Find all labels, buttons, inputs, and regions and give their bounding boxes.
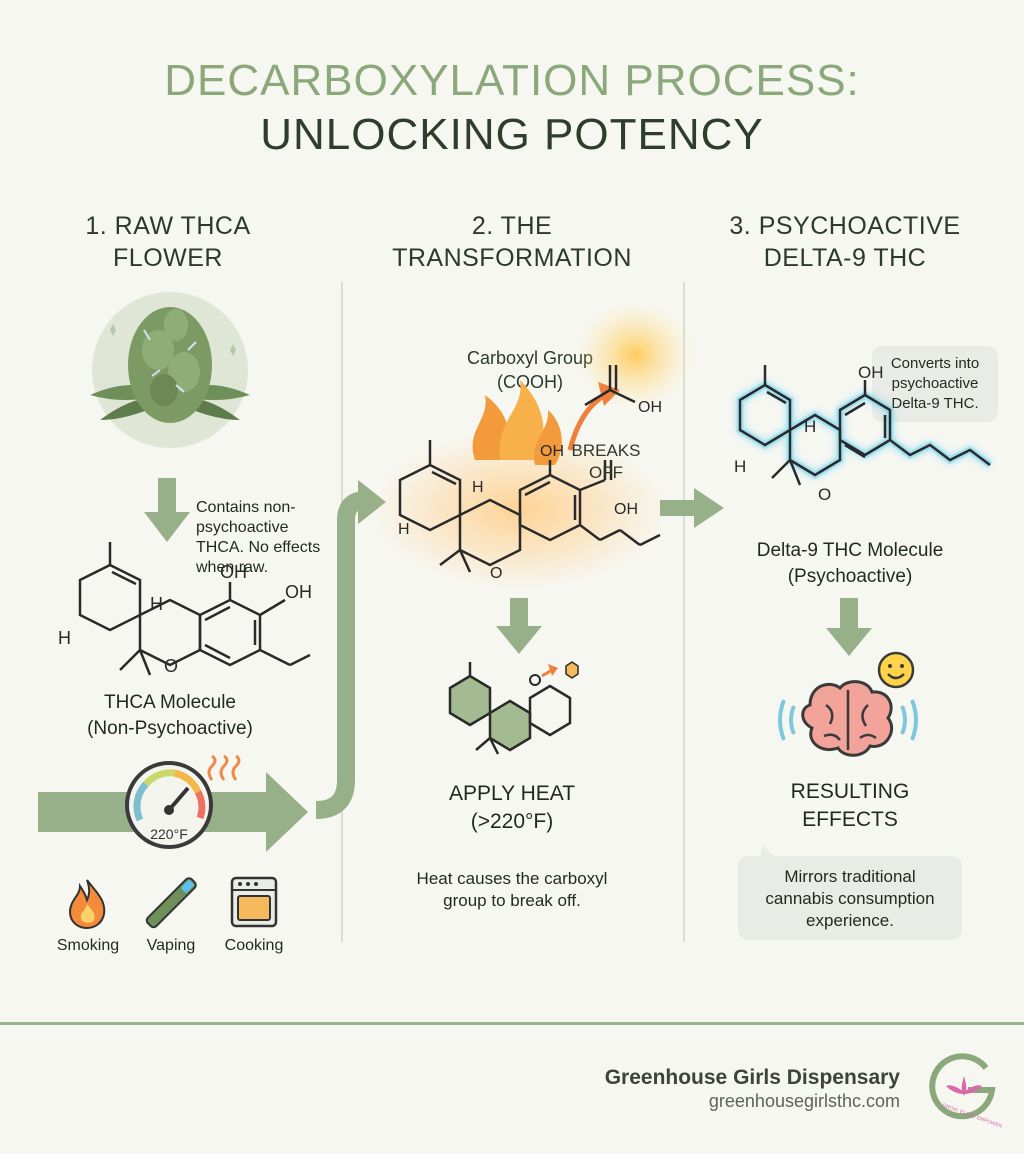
- h-atom-label: H: [150, 594, 163, 614]
- oven-icon: [230, 876, 278, 928]
- method-smoking-label: Smoking: [56, 937, 120, 954]
- down-arrow-icon: [496, 598, 542, 654]
- page-title-line2: UNLOCKING POTENCY: [260, 110, 764, 159]
- delta9-molecule-label: Delta-9 THC Molecule(Psychoactive): [756, 540, 944, 587]
- h-atom-label: H: [804, 417, 816, 436]
- oh-atom-label: OH: [285, 582, 312, 602]
- carboxyl-group-label: Carboxyl Group(COOH): [466, 348, 594, 392]
- thca-molecule-label: THCA Molecule(Non-Psychoactive): [87, 692, 253, 739]
- dispensary-logo: GROW. ELATE. EMPOWER.: [929, 1053, 1004, 1130]
- h-atom-label: H: [398, 521, 410, 538]
- footer-divider: [0, 1022, 1024, 1025]
- oh-atom-label: OH: [540, 443, 564, 460]
- oh-atom-label: OH: [858, 363, 884, 382]
- cannabis-flower-icon: [90, 292, 250, 448]
- column-divider: [683, 282, 685, 942]
- thca-molecule-diagram: OH OH H H O: [58, 542, 312, 676]
- h-atom-label: H: [58, 628, 71, 648]
- thca-heating-molecule-diagram: OH OH OH H H O: [370, 300, 695, 590]
- apply-heat-label: APPLY HEAT(>220°F): [448, 782, 576, 833]
- page-title-line1: DECARBOXYLATION PROCESS:: [164, 56, 860, 105]
- brand-url[interactable]: greenhousegirlsthc.com: [708, 1091, 900, 1111]
- h-atom-label: H: [472, 479, 484, 496]
- o-atom-label: O: [818, 485, 831, 504]
- method-cooking-label: Cooking: [224, 937, 284, 954]
- down-arrow-icon: [826, 598, 872, 656]
- method-vaping-label: Vaping: [146, 937, 196, 954]
- thc-forming-molecule-diagram: [448, 661, 579, 755]
- oh-atom-label: OH: [220, 562, 247, 582]
- oh-atom-label: OH: [614, 501, 638, 518]
- brand-name: Greenhouse Girls Dispensary: [604, 1066, 900, 1089]
- vape-pen-icon: [145, 877, 197, 929]
- thermometer-gauge-icon: [125, 761, 213, 849]
- h-atom-label: H: [734, 457, 746, 476]
- o-atom-label: O: [164, 656, 178, 676]
- heat-waves-icon: [207, 754, 241, 781]
- oh-atom-label: OH: [638, 399, 662, 416]
- gauge-temperature-label: 220°F: [150, 826, 188, 842]
- brain-effects-icon: [778, 651, 918, 757]
- down-arrow-icon: [144, 478, 190, 542]
- o-atom-label: O: [490, 565, 502, 582]
- right-arrow-icon: [660, 488, 724, 528]
- delta9-thc-molecule-diagram: OH H H O: [734, 363, 993, 504]
- flame-icon: [68, 879, 106, 930]
